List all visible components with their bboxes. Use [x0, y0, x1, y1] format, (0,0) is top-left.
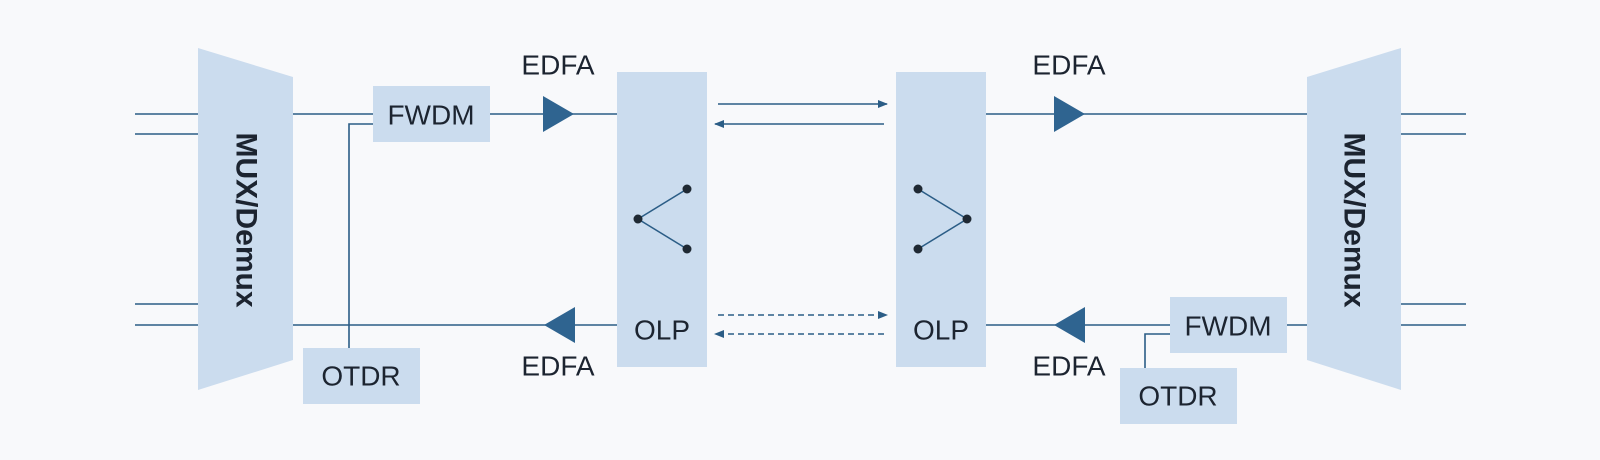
edfa-bottom-left-label: EDFA [521, 351, 594, 382]
edfa-top-left-label: EDFA [521, 50, 594, 81]
amplifier-left-icon [544, 307, 575, 343]
amplifier-left-icon [1054, 307, 1085, 343]
mux-demux-left: MUX/Demux [198, 48, 293, 390]
edfa-top-right: EDFA [1032, 50, 1106, 132]
olp-right-label: OLP [913, 315, 969, 346]
edfa-top-left: EDFA [521, 50, 595, 132]
amplifier-right-icon [543, 96, 574, 132]
olp-left-label: OLP [634, 315, 690, 346]
edfa-bottom-left: EDFA [521, 307, 595, 382]
olp-right: OLP [896, 72, 986, 367]
mux-demux-right: MUX/Demux [1307, 48, 1401, 390]
mux-demux-right-label: MUX/Demux [1338, 132, 1371, 307]
edfa-bottom-right-label: EDFA [1032, 351, 1105, 382]
otdr-right-label: OTDR [1138, 381, 1217, 412]
fwdm-left: FWDM [373, 86, 490, 142]
edfa-top-right-label: EDFA [1032, 50, 1105, 81]
optical-switch-left-icon [633, 184, 692, 254]
olp-left: OLP [617, 72, 707, 367]
otdr-right: OTDR [1120, 368, 1237, 424]
otdr-tap-right [1144, 333, 1170, 368]
amplifier-right-icon [1054, 96, 1085, 132]
otdr-tap-left [348, 123, 373, 348]
fwdm-right: FWDM [1170, 297, 1287, 353]
otdr-left: OTDR [303, 348, 420, 404]
fwdm-left-label: FWDM [387, 100, 474, 131]
optical-switch-right-icon [913, 184, 972, 254]
edfa-bottom-right: EDFA [1032, 307, 1106, 382]
otdr-left-label: OTDR [321, 361, 400, 392]
fwdm-right-label: FWDM [1184, 311, 1271, 342]
mux-demux-left-label: MUX/Demux [230, 132, 263, 307]
